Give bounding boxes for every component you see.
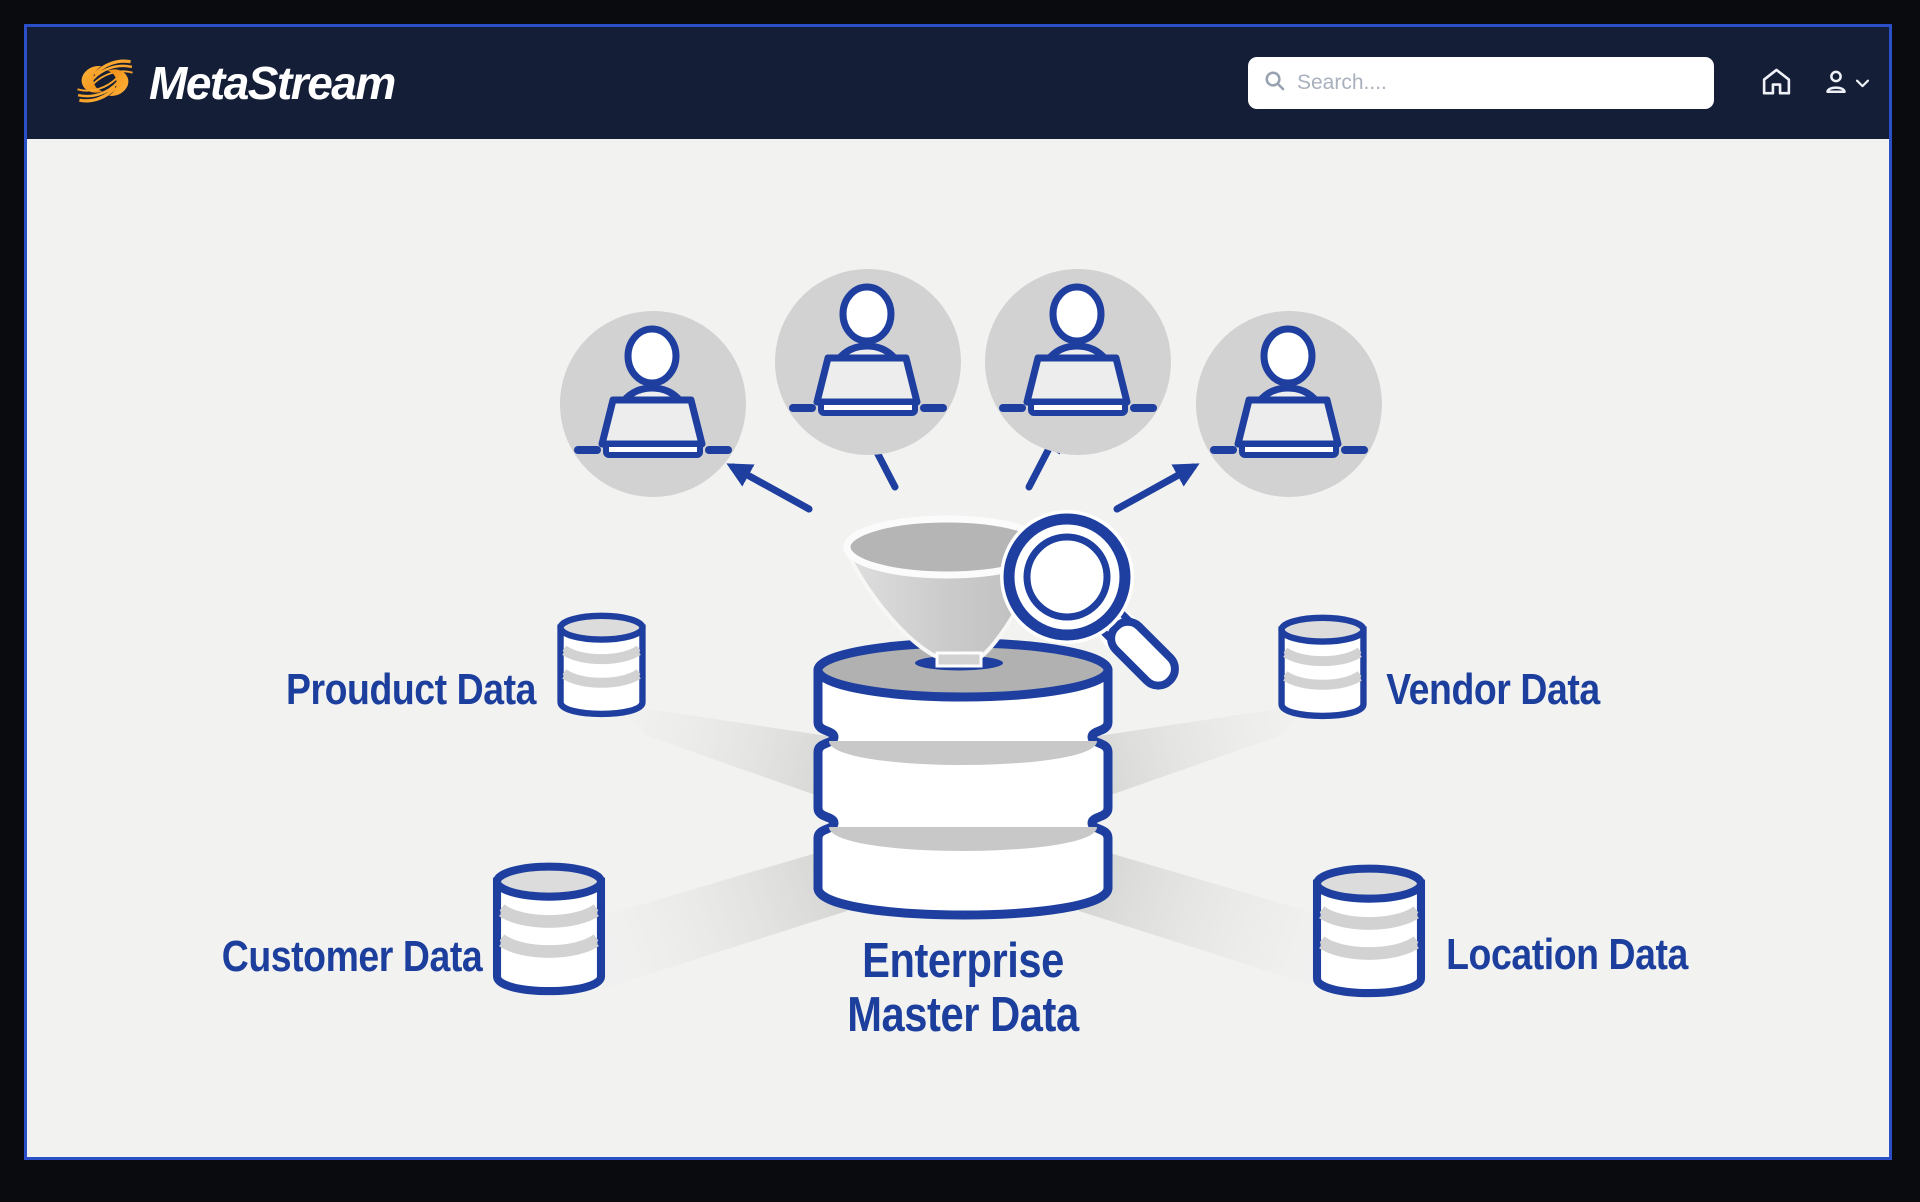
arrow-4 bbox=[1113, 463, 1200, 513]
person-at-laptop-icon-1 bbox=[560, 311, 746, 497]
database-icon-customer bbox=[493, 867, 604, 991]
label-vendor-data: Vendor Data bbox=[1386, 665, 1600, 714]
master-data-diagram: Prouduct Data Vendor Data Customer Data … bbox=[27, 139, 1889, 1160]
central-database-icon bbox=[813, 638, 1113, 920]
label-enterprise: Enterprise bbox=[862, 934, 1064, 988]
search-box[interactable] bbox=[1248, 57, 1714, 109]
app-window: MetaStream bbox=[24, 24, 1892, 1160]
label-product-data: Prouduct Data bbox=[285, 665, 537, 714]
home-button[interactable] bbox=[1760, 65, 1793, 101]
beam-vendor bbox=[1079, 704, 1310, 806]
user-icon bbox=[1821, 67, 1851, 100]
database-icon-vendor bbox=[1279, 618, 1367, 716]
beam-product bbox=[616, 704, 847, 806]
header-actions bbox=[1760, 65, 1873, 101]
account-button[interactable] bbox=[1821, 67, 1869, 100]
label-customer-data: Customer Data bbox=[221, 932, 483, 981]
label-location-data: Location Data bbox=[1446, 930, 1688, 979]
person-at-laptop-icon-4 bbox=[1196, 311, 1382, 497]
person-at-laptop-icon-2 bbox=[775, 269, 961, 455]
label-master-data: Master Data bbox=[847, 988, 1079, 1042]
search-input[interactable] bbox=[1295, 70, 1699, 96]
arrow-1 bbox=[726, 463, 813, 513]
person-at-laptop-icon-3 bbox=[985, 269, 1171, 455]
brand[interactable]: MetaStream bbox=[73, 47, 396, 120]
database-icon-product bbox=[558, 616, 646, 714]
home-icon bbox=[1760, 65, 1793, 101]
beam-customer bbox=[602, 844, 847, 989]
metastream-logo-icon bbox=[73, 47, 137, 120]
distribution-arrows bbox=[726, 426, 1200, 513]
app-header: MetaStream bbox=[27, 27, 1889, 139]
diagram-graphics bbox=[27, 139, 1889, 1160]
beam-location bbox=[1079, 844, 1324, 989]
magnifier-icon bbox=[1000, 510, 1179, 690]
data-flow-beams bbox=[602, 704, 1324, 989]
database-icon-location bbox=[1313, 869, 1424, 993]
brand-title: MetaStream bbox=[149, 57, 396, 109]
chevron-down-icon bbox=[1856, 76, 1869, 91]
search-icon bbox=[1263, 69, 1286, 97]
